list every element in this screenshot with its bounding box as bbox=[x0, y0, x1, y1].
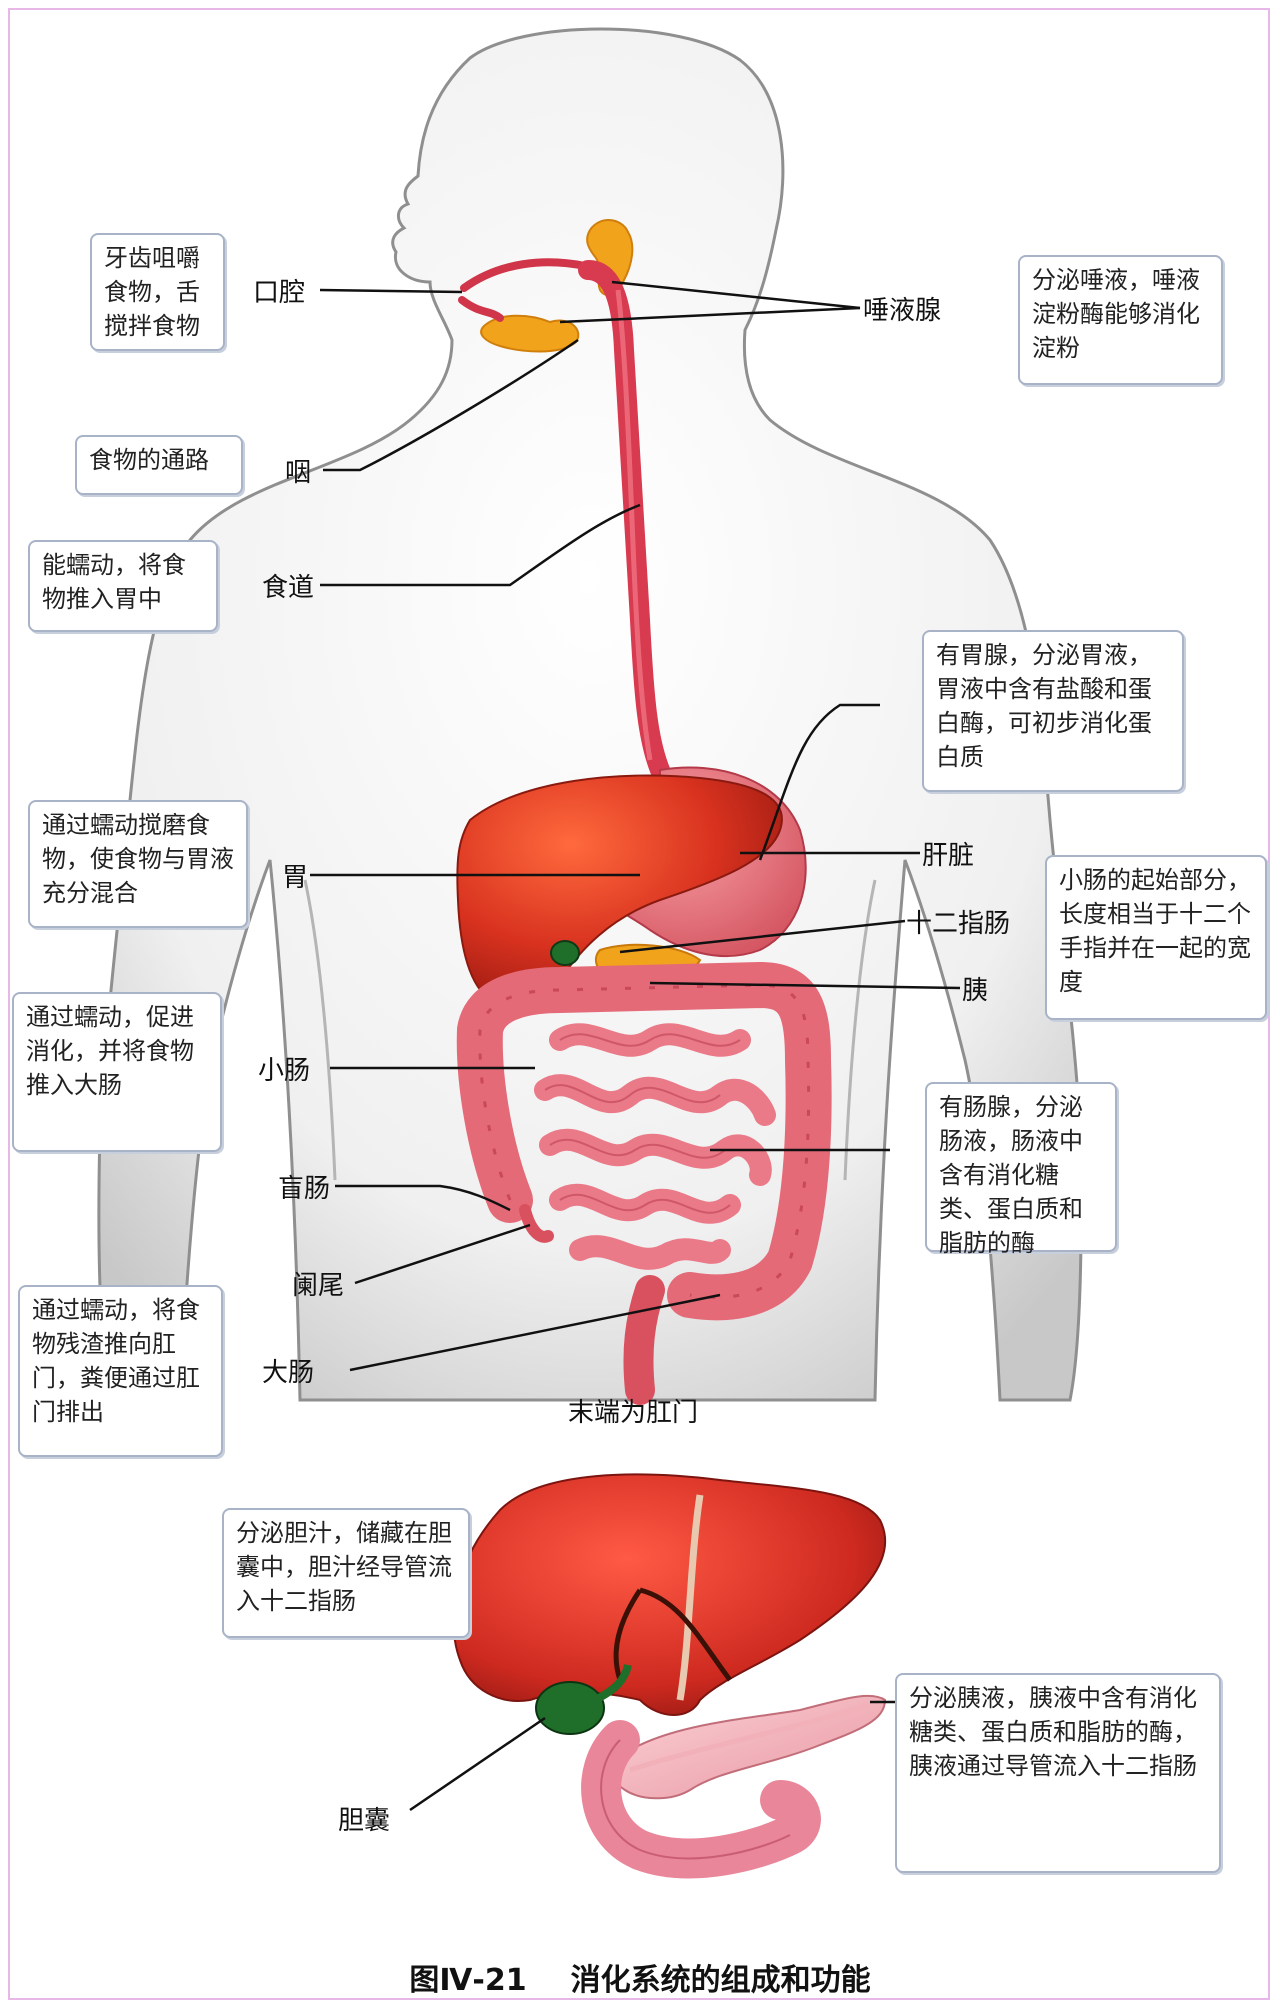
gallbladder-detail bbox=[536, 1682, 604, 1734]
callout-stomach: 通过蠕动搅磨食物，使食物与胃液充分混合 bbox=[28, 800, 248, 928]
callout-pancreas: 分泌胰液，胰液中含有消化糖类、蛋白质和脂肪的酶，胰液通过导管流入十二指肠 bbox=[895, 1673, 1221, 1873]
callout-esophagus: 能蠕动，将食物推入胃中 bbox=[28, 540, 218, 632]
callout-intestinal-gland: 有肠腺，分泌肠液，肠液中含有消化糖类、蛋白质和脂肪的酶 bbox=[925, 1082, 1117, 1252]
label-pancreas: 胰 bbox=[962, 970, 988, 1007]
label-liver: 肝脏 bbox=[922, 835, 974, 872]
label-duodenum: 十二指肠 bbox=[906, 903, 1010, 940]
callout-gastric-gland: 有胃腺，分泌胃液，胃液中含有盐酸和蛋白酶，可初步消化蛋白质 bbox=[922, 630, 1184, 792]
label-pharynx: 咽 bbox=[285, 452, 311, 489]
figure-number: 图Ⅳ-21 bbox=[409, 1963, 526, 1998]
gallbladder-small bbox=[551, 941, 579, 965]
liver-detail bbox=[453, 1474, 885, 1715]
callout-large-intestine: 通过蠕动，将食物残渣推向肛门，粪便通过肛门排出 bbox=[18, 1285, 223, 1457]
label-salivary-gland: 唾液腺 bbox=[863, 290, 941, 327]
callout-pharynx: 食物的通路 bbox=[75, 435, 243, 495]
label-gallbladder: 胆囊 bbox=[338, 1800, 390, 1837]
figure-caption: 图Ⅳ-21 消化系统的组成和功能 bbox=[0, 1955, 1280, 1999]
rectum bbox=[638, 1290, 650, 1390]
label-small-intestine: 小肠 bbox=[258, 1050, 310, 1087]
callout-mouth: 牙齿咀嚼食物，舌搅拌食物 bbox=[90, 233, 225, 351]
label-stomach: 胃 bbox=[282, 857, 308, 894]
label-cecum: 盲肠 bbox=[278, 1168, 330, 1205]
label-esophagus: 食道 bbox=[262, 567, 314, 604]
label-large-intestine: 大肠 bbox=[262, 1352, 314, 1389]
label-appendix: 阑尾 bbox=[292, 1265, 344, 1302]
callout-duodenum: 小肠的起始部分，长度相当于十二个手指并在一起的宽度 bbox=[1045, 855, 1267, 1020]
label-mouth: 口腔 bbox=[253, 272, 305, 309]
callout-salivary-gland: 分泌唾液，唾液淀粉酶能够消化淀粉 bbox=[1018, 255, 1223, 385]
figure-title: 消化系统的组成和功能 bbox=[571, 1963, 871, 1998]
callout-small-intestine: 通过蠕动，促进消化，并将食物推入大肠 bbox=[12, 992, 222, 1152]
label-anus-note: 末端为肛门 bbox=[568, 1392, 698, 1429]
callout-liver: 分泌胆汁，储藏在胆囊中，胆汁经导管流入十二指肠 bbox=[222, 1508, 470, 1638]
